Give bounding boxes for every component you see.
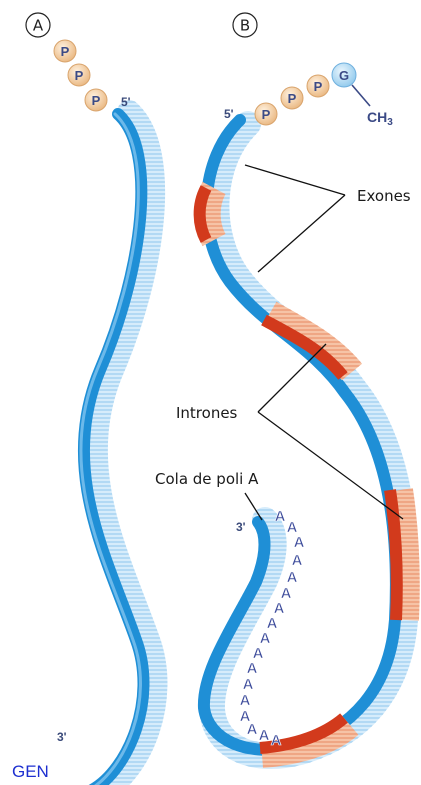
poly-a-tail-label: Cola de poli A	[155, 470, 259, 488]
intron-segment	[264, 313, 352, 376]
guanine-bead-label: G	[339, 68, 349, 83]
methyl-bond	[352, 85, 370, 106]
poly-a-letter: A	[240, 692, 251, 709]
cap-bead-label: P	[61, 44, 70, 59]
strand-a-cap: P P P	[54, 40, 107, 111]
panel-a-text: A	[33, 17, 44, 35]
exons-callout: Exones	[245, 165, 411, 272]
callout-line	[258, 344, 326, 412]
cap-bead-label: P	[262, 107, 271, 122]
exons-label: Exones	[357, 187, 411, 205]
cap-bead-label: P	[75, 68, 84, 83]
callout-line	[245, 165, 345, 195]
strand-b-cap: P P P G CH3	[255, 63, 393, 128]
strand-a-five-prime-label: 5'	[121, 95, 131, 109]
footer-gen-label: GEN	[12, 762, 49, 782]
strand-b-five-prime-label: 5'	[224, 107, 234, 121]
intron-segment	[200, 188, 214, 240]
poly-a-letter: A	[292, 552, 303, 569]
poly-a-letter: A	[275, 508, 286, 525]
strand-b	[200, 120, 407, 756]
cap-bead-label: P	[288, 91, 297, 106]
intron-segment	[390, 490, 407, 620]
poly-a-letter: A	[243, 676, 254, 693]
strand-a	[81, 112, 156, 785]
methyl-group-label: CH3	[367, 109, 393, 128]
panel-b-text: B	[240, 17, 250, 35]
strand-b-three-prime-label: 3'	[236, 520, 246, 534]
cap-bead-label: P	[92, 93, 101, 108]
panel-label-b: B	[233, 13, 257, 37]
poly-a-letter: A	[259, 727, 270, 744]
panel-label-a: A	[26, 13, 50, 37]
callout-line	[258, 195, 345, 272]
strand-a-three-prime-label: 3'	[57, 730, 67, 744]
introns-label: Intrones	[176, 404, 238, 422]
poly-a-letter: A	[247, 721, 258, 738]
poly-a-letter: A	[247, 660, 258, 677]
cap-bead-label: P	[314, 79, 323, 94]
poly-a-letter: A	[271, 732, 282, 749]
poly-a-letter: A	[287, 569, 298, 586]
poly-a-callout: Cola de poli A	[155, 470, 262, 520]
poly-a-letter: A	[294, 534, 305, 551]
